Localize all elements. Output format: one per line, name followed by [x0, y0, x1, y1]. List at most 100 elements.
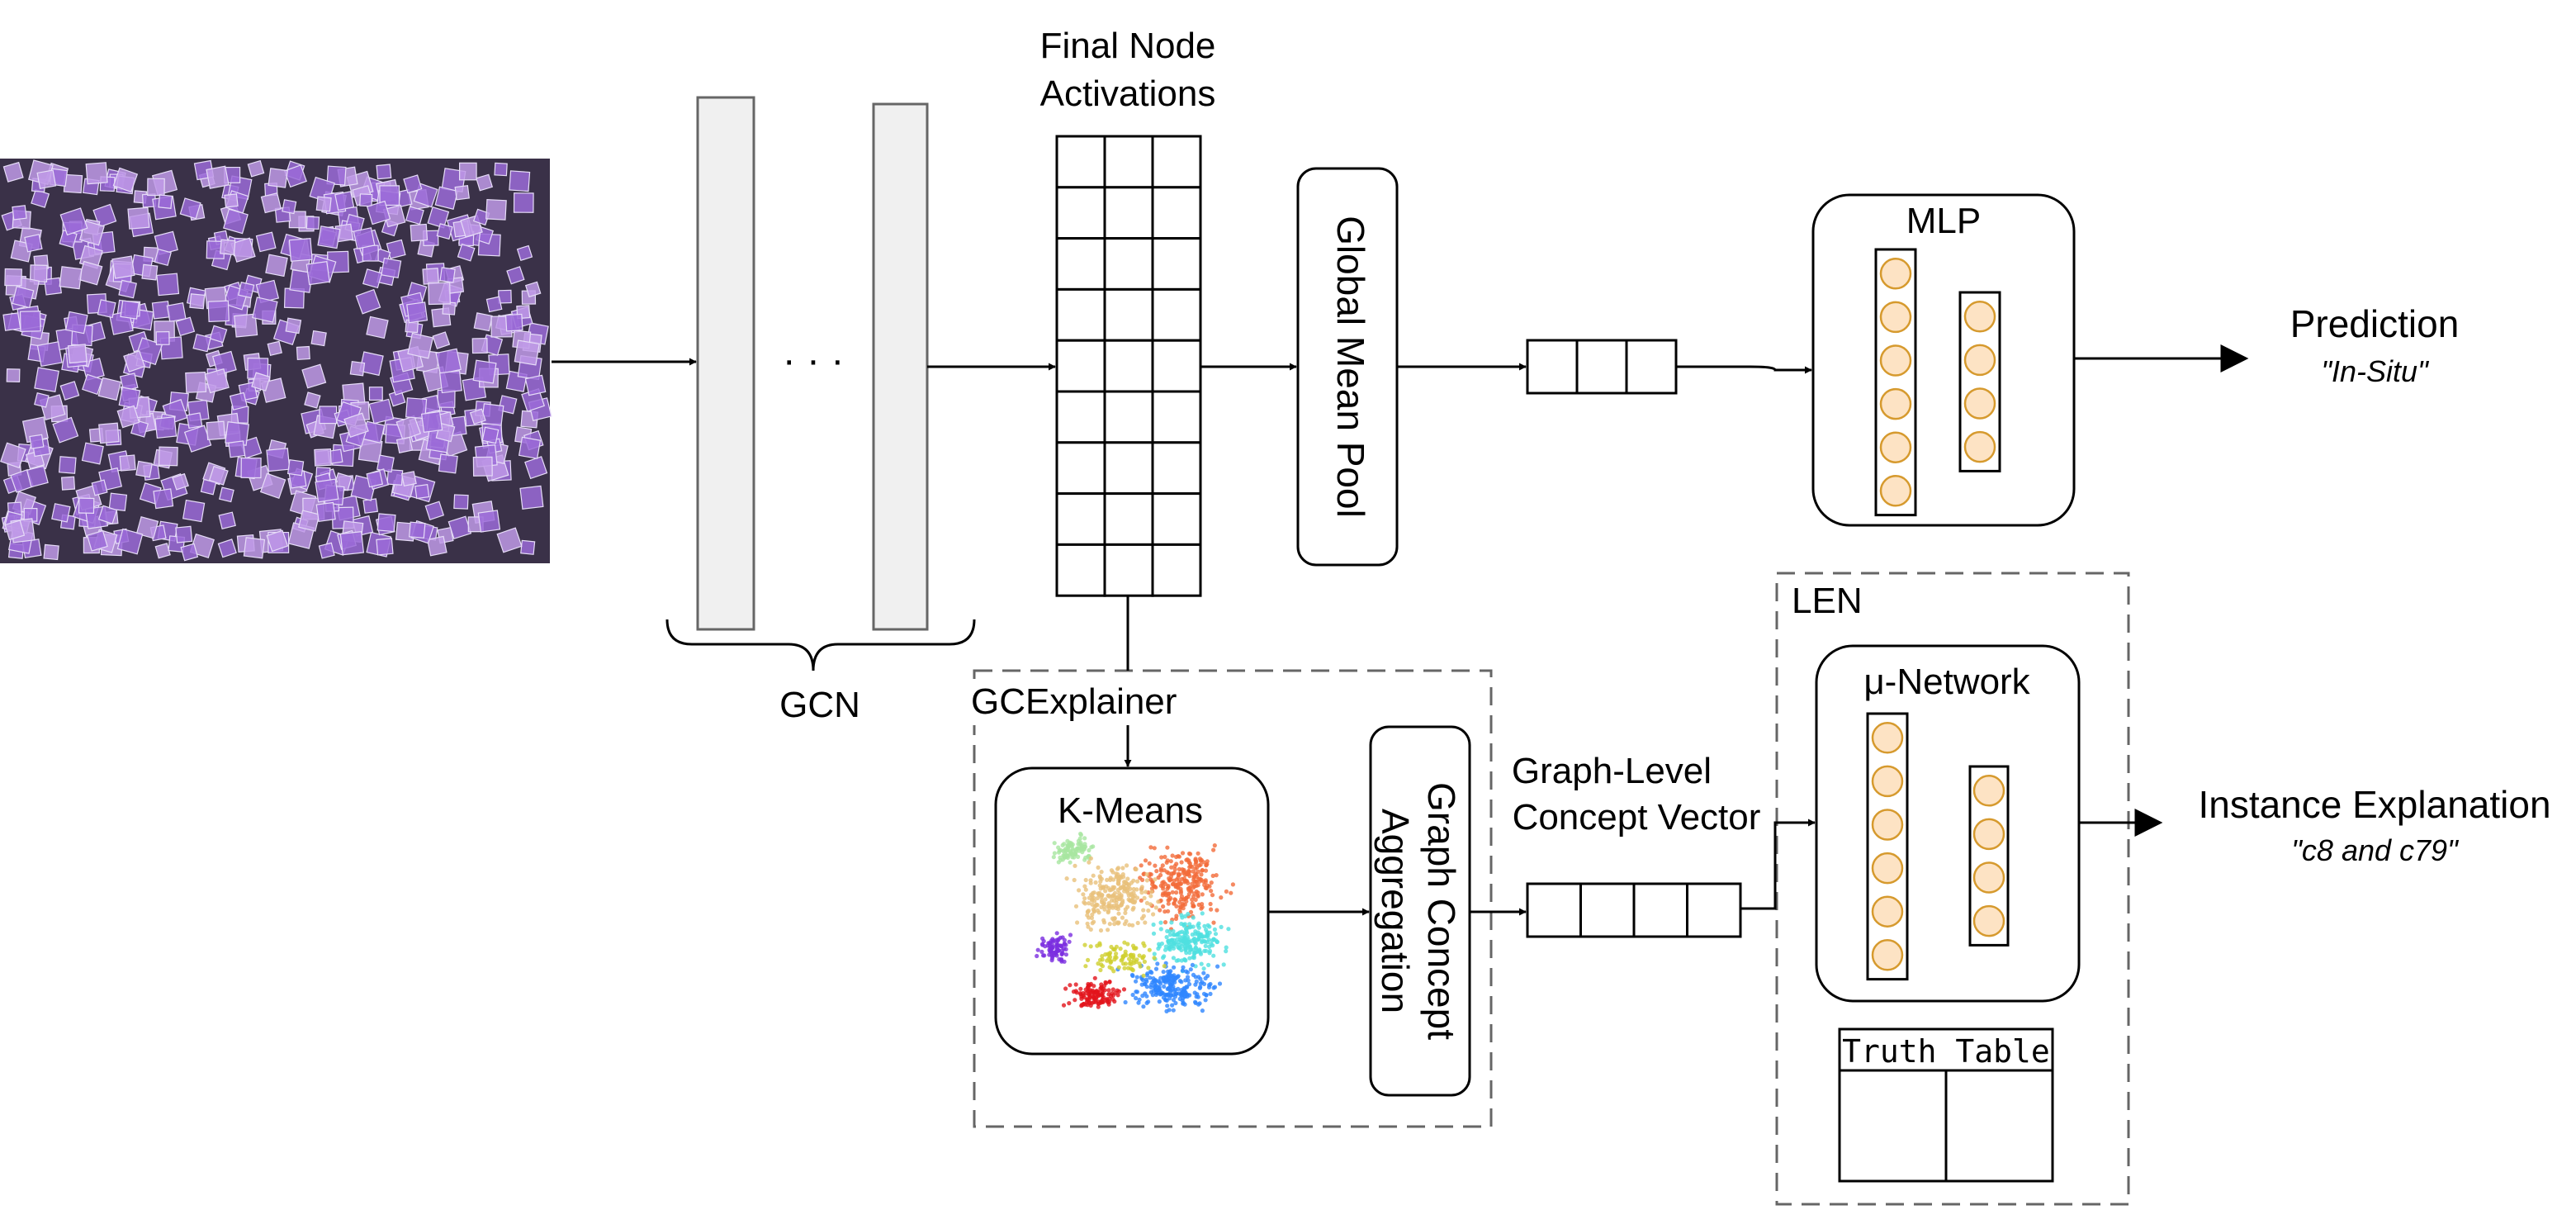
cluster-point [1077, 888, 1082, 893]
cluster-point [1180, 851, 1186, 856]
cell-patch [438, 453, 458, 474]
cluster-point [1087, 860, 1091, 865]
cluster-point [1170, 882, 1175, 887]
cluster-point [1140, 994, 1145, 999]
cluster-point [1151, 912, 1156, 917]
cluster-point [1224, 949, 1229, 954]
tissue-image [0, 159, 552, 563]
cluster-point [1201, 970, 1206, 975]
cell-patch [481, 426, 500, 444]
cell-patch [305, 261, 330, 286]
cell-patch [439, 267, 456, 283]
cluster-point [1125, 889, 1130, 894]
cluster-point [1119, 958, 1124, 963]
cluster-point [1167, 1008, 1172, 1013]
mu-network-block: μ-Network [1815, 644, 2081, 1003]
cell-patch [435, 348, 462, 375]
cluster-point [1099, 982, 1104, 987]
cluster-point [1169, 920, 1174, 925]
cluster-point [1168, 969, 1173, 974]
neuron [1871, 852, 1904, 885]
cluster-point [1197, 856, 1203, 861]
cluster-point [1180, 915, 1185, 920]
cluster-point [1081, 892, 1086, 897]
cluster-point [1166, 898, 1171, 903]
neuron [1963, 387, 1996, 420]
activation-cell [1151, 543, 1202, 597]
vector-cell [1632, 882, 1688, 938]
cell-patch [43, 543, 59, 561]
cluster-point [1184, 969, 1189, 974]
cluster-point [1173, 916, 1179, 921]
cell-patch [51, 503, 71, 523]
cell-patch [453, 494, 469, 510]
cluster-point [1110, 947, 1116, 951]
cell-patch [116, 528, 144, 555]
aggregation-line2: Aggregation [1374, 809, 1417, 1013]
cluster-point [1063, 947, 1068, 951]
cluster-point [1207, 983, 1212, 988]
cell-patch [349, 360, 366, 377]
cluster-point [1107, 888, 1112, 893]
activation-cell [1103, 287, 1154, 342]
cell-patch [91, 479, 108, 496]
cell-patch [208, 465, 229, 486]
cluster-point [1114, 875, 1119, 880]
cluster-point [1177, 899, 1182, 904]
final-node-activations: Final Node Activations [1040, 26, 1215, 597]
cell-patch [135, 516, 159, 539]
cell-patch [119, 454, 136, 472]
cluster-point [1219, 895, 1224, 900]
neuron [1879, 258, 1912, 290]
cluster-point [1124, 918, 1129, 923]
cluster-point [1144, 985, 1149, 989]
cluster-point [1130, 899, 1135, 904]
cluster-point [1197, 932, 1202, 937]
cluster-point [1125, 966, 1131, 970]
cluster-point [1131, 946, 1137, 951]
cell-patch [268, 168, 288, 188]
cluster-point [1060, 842, 1065, 847]
cluster-point [1186, 982, 1192, 987]
cluster-point [1172, 965, 1177, 970]
cluster-point [1212, 927, 1217, 932]
cluster-point [1123, 949, 1128, 954]
cluster-point [1200, 879, 1206, 884]
cell-patch [260, 192, 282, 214]
cluster-point [1166, 901, 1171, 906]
cluster-point [1188, 967, 1193, 972]
cell-patch [381, 257, 402, 279]
cluster-point [1176, 854, 1181, 859]
cell-patch [343, 412, 369, 439]
cell-patch [180, 543, 199, 562]
cluster-point [1062, 959, 1067, 964]
cluster-point [1176, 885, 1181, 890]
cell-patch [234, 313, 258, 338]
cluster-point [1207, 951, 1212, 956]
cluster-point [1147, 861, 1152, 866]
cell-patch [368, 387, 383, 401]
cell-patch [224, 193, 239, 208]
cell-patch [175, 525, 193, 543]
cluster-point [1165, 928, 1170, 933]
cluster-point [1098, 928, 1104, 933]
neuron-column [1866, 712, 1909, 981]
cell-patch [82, 373, 103, 396]
cell-patch [516, 244, 533, 262]
cluster-point [1211, 953, 1216, 958]
neuron [1871, 765, 1904, 798]
activation-cell [1151, 390, 1202, 444]
cell-patch [179, 197, 201, 220]
cluster-point [1076, 854, 1081, 859]
cluster-point [1088, 880, 1093, 885]
neuron [1879, 431, 1912, 463]
cluster-point [1178, 889, 1183, 894]
cluster-point [1054, 953, 1059, 958]
cluster-point [1180, 968, 1185, 973]
cell-patch [298, 510, 320, 532]
cell-patch [207, 300, 230, 322]
cluster-point [1172, 867, 1177, 872]
neuron [1871, 809, 1904, 841]
cluster-point [1224, 889, 1229, 894]
cluster-point [1203, 868, 1209, 873]
